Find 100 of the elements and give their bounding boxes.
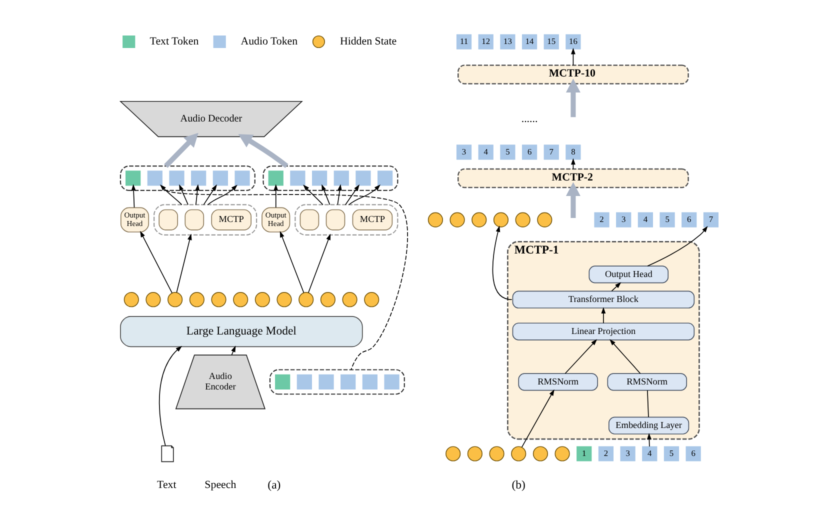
arrow [164,132,198,168]
arrow [565,182,580,218]
label: (b) [511,478,525,492]
node-box: Transformer Block [512,290,694,308]
node-box [290,170,305,186]
node-box: Output Head [120,207,149,232]
node-box: 4 [637,212,652,228]
node-circle [471,212,486,228]
arrow [565,78,580,118]
node-box: 7 [702,212,718,228]
node-box: 16 [565,34,580,50]
node-circle [492,212,508,228]
arrow [570,48,575,66]
node-box [299,209,319,230]
node-box: Large Language Model [120,316,362,348]
node-box: 8 [565,144,580,160]
node-box [362,374,377,390]
arrow [348,184,380,206]
arrow [238,134,288,168]
node-circle [466,446,482,462]
node-circle [488,446,504,462]
node-label: Text [156,479,176,492]
node-box: 2 [598,446,614,462]
node-box [125,170,140,186]
label: Speech [204,479,236,492]
connector [164,190,408,370]
node-box: 14 [521,34,537,50]
node-circle [320,292,335,308]
arrow [130,184,136,208]
node-box: RMSNorm [606,373,687,391]
arrow [206,184,237,206]
node-box [325,209,345,230]
node-box [190,170,206,186]
node-box: 13 [500,34,515,50]
label: (a) [267,478,280,492]
node-box: MCTP [210,209,251,230]
arrow [176,234,192,293]
node-box: 12 [478,34,493,50]
node-box [146,170,162,186]
node-box: 7 [543,144,558,160]
node-box [355,170,370,186]
cluster [153,204,257,236]
node-box [158,209,178,230]
arrow [609,339,640,374]
arrow [610,282,621,292]
arrow [202,184,216,206]
node-box: 2 [594,212,609,228]
node-box: MCTP [352,209,392,230]
node-box [268,170,283,186]
node-box [296,374,312,390]
node-box: 3 [616,212,631,228]
arrow [302,184,323,206]
arrow [492,226,512,300]
node-box [333,170,348,186]
node-circle [554,446,570,462]
node-circle [145,292,160,308]
node-box: 6 [521,144,537,160]
node-box: Output Head [261,207,290,232]
node-box [377,170,392,186]
node-box: 5 [500,144,515,160]
arrow [646,226,708,266]
arrow [336,184,342,206]
node-box: 5 [659,212,674,228]
arrow [520,389,554,448]
node-box: 6 [685,446,700,462]
node-box: 6 [681,212,696,228]
arrow [159,184,182,206]
node-box [184,209,204,230]
node-circle [449,212,464,228]
arrow [600,307,606,324]
node-circle [536,212,552,228]
legend-label: Text Token [149,36,198,48]
node-circle [276,292,292,308]
node-circle [123,292,138,308]
node-box [311,170,327,186]
arrow [308,234,330,294]
node-circle [342,292,357,308]
arrow [564,339,597,374]
node-circle [188,292,204,308]
node-circle [364,292,379,308]
node-box: 4 [642,446,657,462]
node-box [340,374,356,390]
arrow [178,184,188,206]
node-box: 3 [456,144,472,160]
arrow [194,184,200,206]
node-circle [232,292,248,308]
arrow [344,184,360,206]
node-box: Output Head [588,266,668,284]
node-box: 3 [620,446,635,462]
node-box [274,374,290,390]
arrow [273,184,278,208]
node-circle [445,446,460,462]
node-circle [532,446,548,462]
node-box [212,170,228,186]
node-box: 5 [663,446,679,462]
cluster [268,369,404,395]
node-box: Linear Projection [512,322,694,340]
label: ...... [520,112,538,125]
node-circle [167,292,182,308]
arrow [140,230,172,294]
